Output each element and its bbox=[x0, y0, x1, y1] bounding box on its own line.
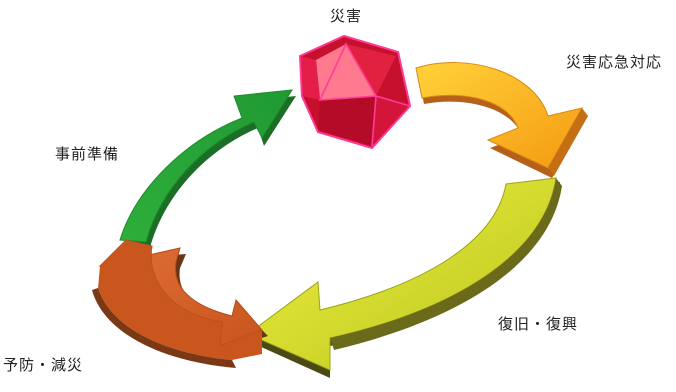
prevention-label: 予防・減災 bbox=[3, 356, 84, 374]
disaster-label: 災害 bbox=[330, 7, 363, 25]
preparation-label: 事前準備 bbox=[55, 145, 120, 163]
preparation-arrow bbox=[119, 89, 296, 248]
recovery-arrow bbox=[247, 177, 562, 378]
recovery-label: 復旧・復興 bbox=[498, 315, 579, 333]
disaster-polyhedron bbox=[298, 34, 412, 150]
response-arrow bbox=[415, 62, 588, 178]
response-label: 災害応急対応 bbox=[566, 53, 663, 71]
prevention-arrow bbox=[92, 239, 268, 368]
